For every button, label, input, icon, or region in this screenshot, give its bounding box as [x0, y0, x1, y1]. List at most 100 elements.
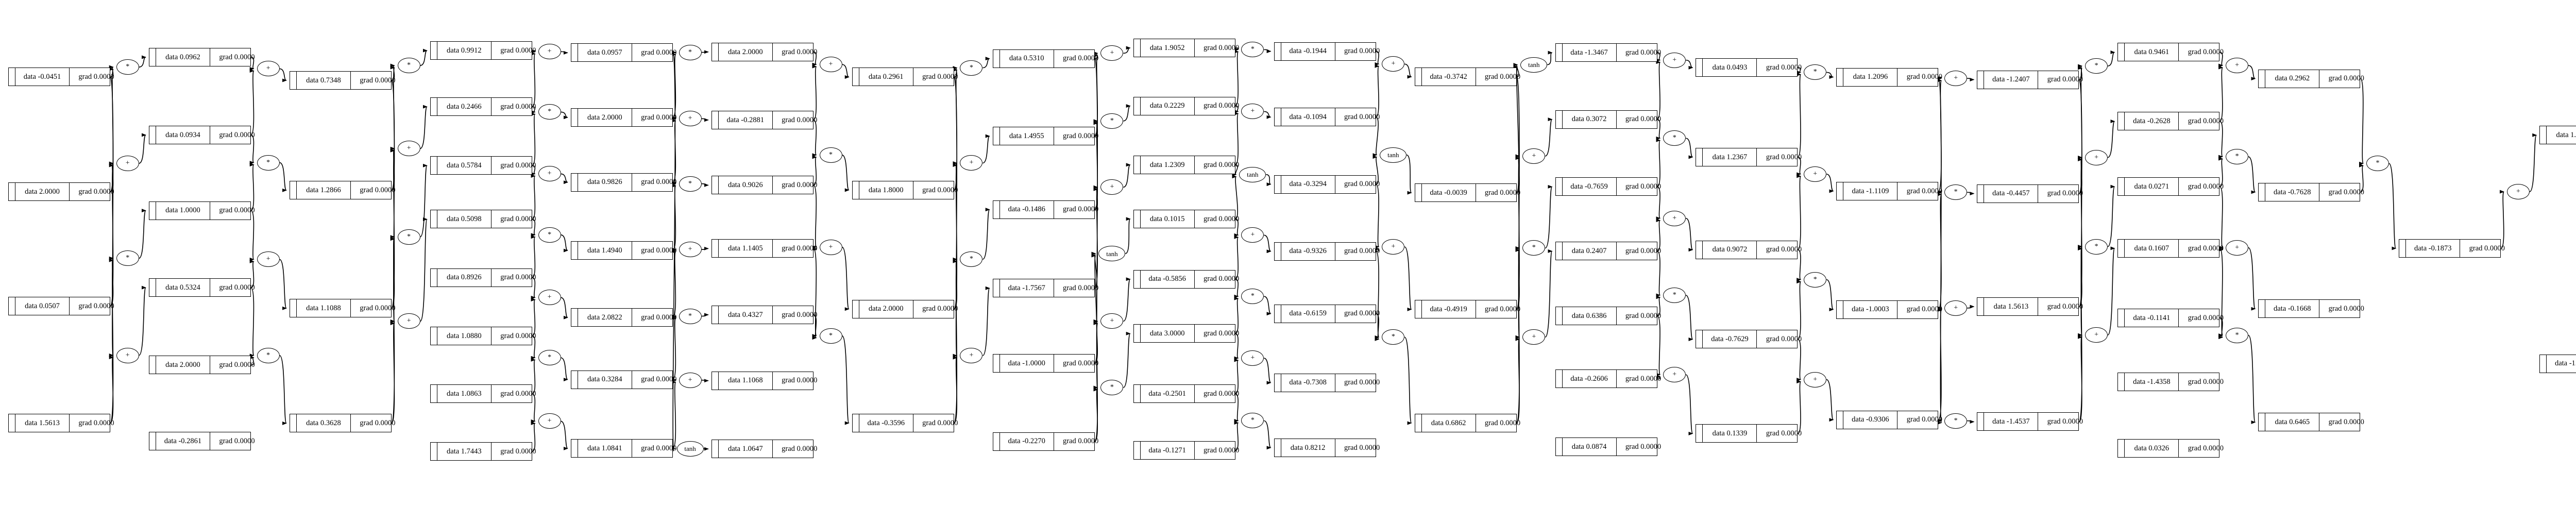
value-node: data -0.1094 grad 0.0000	[1274, 108, 1380, 127]
value-node-data: data -0.7628	[2265, 183, 2320, 201]
op-node-add: +	[1663, 52, 1686, 68]
value-node-grad: grad 0.0000	[2328, 305, 2364, 313]
value-node-data: data -1.4537	[1984, 413, 2039, 431]
value-node-data: data 0.1015	[1141, 210, 1195, 228]
value-node-label-cell	[712, 440, 719, 458]
value-node-label-cell	[1134, 385, 1141, 403]
value-node-data: data 2.0000	[859, 300, 913, 318]
op-node-multiply: *	[679, 176, 702, 192]
value-node-label-cell	[712, 43, 719, 61]
value-node-label-cell	[1556, 242, 1563, 260]
graph-edge	[1123, 104, 1131, 122]
value-node-label-cell	[431, 268, 437, 287]
op-node-add: +	[1804, 372, 1827, 388]
graph-edge	[2248, 156, 2256, 194]
value-node-data: data 1.2096	[1843, 68, 1898, 86]
graph-edge	[953, 260, 958, 424]
graph-edge	[1264, 296, 1272, 316]
value-node-data: data 1.9052	[1141, 39, 1195, 57]
value-node-grad: grad 0.0000	[1906, 415, 1943, 424]
value-node-grad: grad 0.0000	[1204, 275, 1240, 283]
op-node-multiply: *	[1382, 329, 1405, 345]
value-node-label-cell	[2399, 239, 2406, 257]
graph-edge	[2078, 333, 2083, 423]
value-node-label-cell	[993, 49, 1000, 68]
op-node-add: +	[2226, 240, 2249, 256]
value-node-data: data -0.1141	[2125, 309, 2179, 327]
graph-edge	[109, 354, 114, 424]
value-node-label-cell	[1977, 184, 1985, 203]
value-node-grad: grad 0.0000	[219, 437, 255, 445]
value-node-label-cell	[1275, 175, 1281, 193]
op-node-add: +	[960, 155, 983, 171]
op-node-add: +	[1944, 300, 1968, 316]
value-node-data: data -0.1094	[1281, 108, 1335, 126]
graph-edge	[1967, 305, 1975, 309]
value-node-grad: grad 0.0000	[219, 130, 255, 139]
graph-edge	[1125, 217, 1131, 254]
op-node-multiply: *	[2085, 58, 2108, 74]
value-node-grad: grad 0.0000	[1906, 187, 1943, 195]
value-node-data: data -1.9633	[2547, 355, 2576, 373]
graph-edge	[1937, 193, 1942, 310]
value-node-label-cell	[571, 309, 578, 327]
value-node-grad: grad 0.0000	[360, 304, 396, 312]
value-node-data: data 0.2961	[859, 68, 913, 86]
op-node-add: +	[679, 372, 702, 388]
value-node-label-cell	[712, 176, 719, 194]
value-node-data: data 1.1068	[719, 372, 773, 390]
op-node-tanh: tanh	[1098, 246, 1126, 262]
value-node-data: data 0.6465	[2265, 413, 2320, 431]
graph-edge	[842, 155, 850, 192]
graph-edge	[2107, 120, 2115, 158]
value-node-label-cell	[2118, 373, 2125, 391]
value-node-label-cell	[290, 71, 297, 89]
value-node-grad: grad 0.0000	[219, 53, 255, 61]
graph-edge	[1404, 246, 1412, 311]
op-node-multiply: *	[2226, 327, 2249, 343]
graph-edge	[1264, 234, 1272, 254]
value-node-label-cell	[1837, 68, 1844, 86]
value-node-grad: grad 0.0000	[1484, 418, 1521, 427]
value-node-data: data -1.0000	[1000, 354, 1054, 372]
graph-edge	[249, 287, 255, 358]
value-node-grad: grad 0.0000	[641, 113, 677, 122]
value-node-label-cell	[571, 242, 578, 260]
value-node-label-cell	[2118, 112, 2125, 130]
graph-edge	[390, 237, 395, 424]
value-node-label-cell	[2259, 300, 2266, 318]
op-node-multiply: *	[538, 227, 561, 243]
op-node-add: +	[538, 44, 561, 60]
graph-edge	[1685, 217, 1693, 252]
value-node-data: data -0.1271	[1141, 442, 1195, 460]
op-node-multiply: *	[1241, 413, 1264, 429]
graph-edge	[1826, 379, 1834, 422]
value-node-label-cell	[431, 210, 437, 228]
graph-edge	[1123, 331, 1131, 388]
op-node-add: +	[538, 413, 561, 429]
graph-edge	[1093, 322, 1098, 442]
graph-edge	[671, 380, 676, 449]
value-node-grad: grad 0.0000	[1344, 113, 1380, 121]
value-node-grad: grad 0.0000	[2188, 377, 2224, 386]
value-node-data: data 0.2229	[1141, 97, 1195, 115]
value-node-grad: grad 0.0000	[1063, 359, 1099, 367]
graph-edge	[138, 285, 146, 356]
value-node-data: data -0.2628	[2125, 112, 2179, 130]
graph-edge	[1685, 138, 1693, 159]
